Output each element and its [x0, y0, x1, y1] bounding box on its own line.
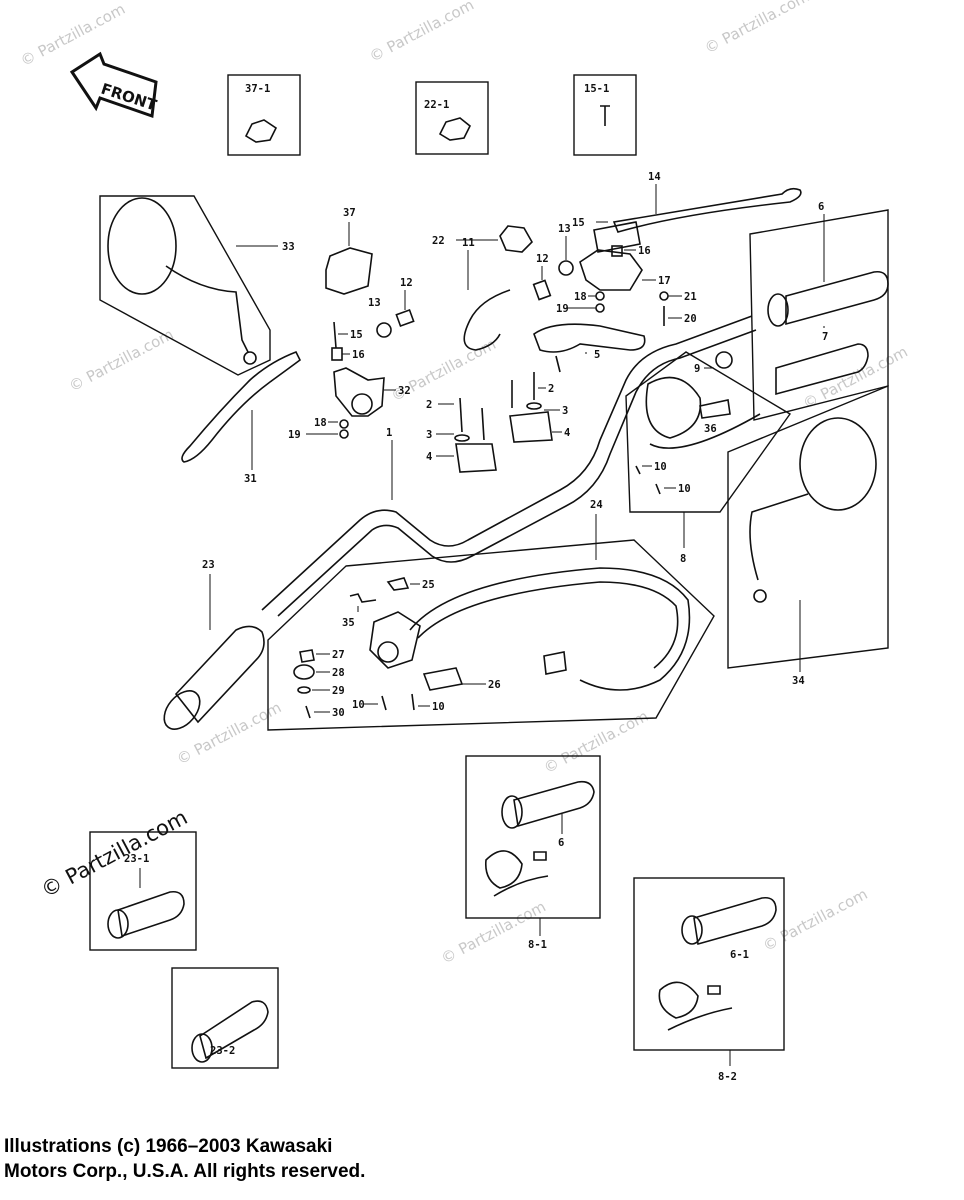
callout-4: 4 — [426, 451, 432, 463]
callout-33: 33 — [282, 241, 295, 253]
box-37-1: 37-1 — [227, 74, 301, 156]
callout-10: 10 — [352, 699, 365, 711]
callout-3: 3 — [562, 405, 568, 417]
callout-9: 9 — [694, 363, 700, 375]
part-22: 22 — [432, 225, 533, 253]
callout-23-1: 23-1 — [124, 853, 149, 865]
callout-6: 6 — [558, 837, 564, 849]
callout-12: 12 — [536, 253, 549, 265]
callout-16: 16 — [638, 245, 651, 257]
callout-34: 34 — [792, 675, 805, 687]
watermark: © Partzilla.com — [702, 0, 813, 57]
callout-8-2: 8-2 — [718, 1071, 737, 1083]
handlebar-clamp: 2 2 3 3 4 4 — [426, 372, 570, 473]
callout-31: 31 — [244, 473, 257, 485]
watermark: © Partzilla.com — [760, 885, 871, 955]
part-11-cable: 11 — [462, 237, 511, 351]
callout-23: 23 — [202, 559, 215, 571]
callout-13: 13 — [558, 223, 571, 235]
brake-lever: 14 — [612, 171, 802, 233]
callout-18: 18 — [574, 291, 587, 303]
throttle-housing-box: 9 36 10 10 8 — [625, 351, 792, 565]
watermark: © Partzilla.com — [438, 897, 549, 967]
callout-27: 27 — [332, 649, 345, 661]
brake-master-assembly: 12 13 15 16 17 21 20 18 19 — [532, 217, 697, 326]
callout-23-2: 23-2 — [210, 1045, 235, 1057]
callout-32: 32 — [398, 385, 411, 397]
box-8-1: 6 8-1 — [465, 755, 601, 951]
watermark-large: © Partzilla.com — [37, 805, 191, 902]
throttle-part-5: 5 — [533, 323, 646, 373]
callout-1: 1 — [386, 427, 392, 439]
watermark: © Partzilla.com — [800, 343, 911, 413]
part-37: 37 — [325, 207, 373, 295]
mirror-right-assembly: 34 — [727, 384, 889, 687]
mirror-left-assembly: 33 — [99, 195, 295, 376]
callout-21: 21 — [684, 291, 697, 303]
box-22-1: 22-1 — [415, 81, 489, 155]
switch-housing-box: 24 25 35 27 28 29 30 10 10 26 — [267, 499, 715, 731]
callout-11: 11 — [462, 237, 475, 249]
callout-16: 16 — [352, 349, 365, 361]
watermark: © Partzilla.com — [366, 0, 477, 66]
callout-10: 10 — [678, 483, 691, 495]
copyright-line-2: Motors Corp., U.S.A. All rights reserved… — [4, 1161, 366, 1182]
callout-17: 17 — [658, 275, 671, 287]
box-8-2: 6-1 8-2 — [633, 877, 785, 1083]
callout-10: 10 — [654, 461, 667, 473]
part-32-bracket: 32 18 19 — [288, 367, 411, 441]
callout-22: 22 — [432, 235, 445, 247]
clutch-lever: 31 — [181, 350, 302, 485]
callout-6-1: 6-1 — [730, 949, 749, 961]
callout-15: 15 — [350, 329, 363, 341]
copyright-line-1: Illustrations (c) 1966–2003 Kawasaki — [4, 1136, 333, 1157]
callout-8: 8 — [680, 553, 686, 565]
box-15-1: 15-1 — [573, 74, 637, 156]
parts-15-16-left: 15 16 — [331, 321, 365, 361]
callout-37: 37 — [343, 207, 356, 219]
callout-19: 19 — [556, 303, 569, 315]
left-grip: 23 — [163, 559, 265, 730]
callout-35: 35 — [342, 617, 355, 629]
box-23-2: 23-2 — [171, 967, 279, 1069]
handlebar: 1 — [261, 315, 757, 617]
callout-14: 14 — [648, 171, 661, 183]
callout-22-1: 22-1 — [424, 99, 449, 111]
callout-20: 20 — [684, 313, 697, 325]
callout-29: 29 — [332, 685, 345, 697]
callout-10: 10 — [432, 701, 445, 713]
callout-15-1: 15-1 — [584, 83, 609, 95]
callout-24: 24 — [590, 499, 603, 511]
callout-26: 26 — [488, 679, 501, 691]
callout-7: 7 — [822, 331, 828, 343]
watermark: © Partzilla.com — [66, 325, 177, 395]
box-23-1: 23-1 — [89, 831, 197, 951]
front-arrow-icon: FRONT — [69, 51, 160, 119]
callout-13: 13 — [368, 297, 381, 309]
callout-8-1: 8-1 — [528, 939, 547, 951]
callout-36: 36 — [704, 423, 717, 435]
callout-37-1: 37-1 — [245, 83, 270, 95]
callout-2: 2 — [548, 383, 554, 395]
watermarks: © Partzilla.com © Partzilla.com © Partzi… — [17, 0, 911, 968]
callout-19: 19 — [288, 429, 301, 441]
callout-4: 4 — [564, 427, 570, 439]
callout-18: 18 — [314, 417, 327, 429]
parts-12-13-left: 13 12 — [368, 277, 415, 338]
watermark: © Partzilla.com — [541, 707, 652, 777]
callout-6: 6 — [818, 201, 824, 213]
callout-12: 12 — [400, 277, 413, 289]
copyright-notice: Illustrations (c) 1966–2003 Kawasaki Mot… — [4, 1134, 365, 1184]
callout-5: 5 — [594, 349, 600, 361]
callout-2: 2 — [426, 399, 432, 411]
callout-3: 3 — [426, 429, 432, 441]
callout-15: 15 — [572, 217, 585, 229]
callout-30: 30 — [332, 707, 345, 719]
callout-28: 28 — [332, 667, 345, 679]
callout-25: 25 — [422, 579, 435, 591]
watermark: © Partzilla.com — [17, 0, 128, 70]
